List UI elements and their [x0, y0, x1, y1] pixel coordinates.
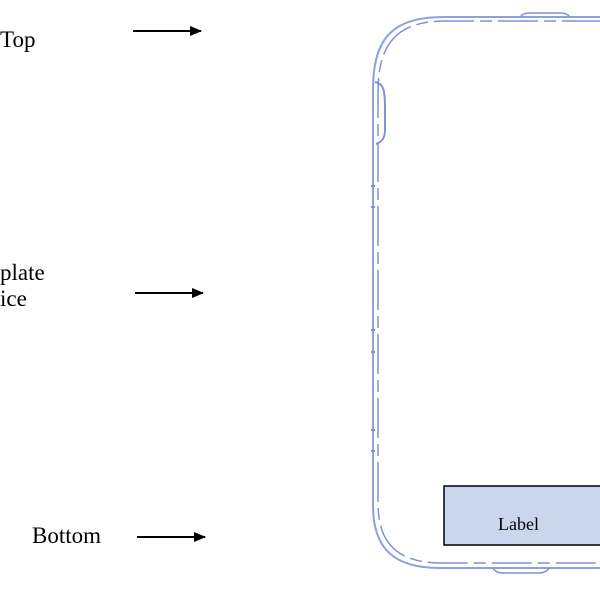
top-callout-label: Top — [0, 27, 36, 52]
side-button — [374, 81, 386, 145]
middle-callout-label: plate ice — [0, 260, 45, 312]
label-box — [443, 485, 600, 546]
device-outline — [372, 16, 600, 569]
bottom-port — [492, 567, 550, 574]
side-tick-marks — [371, 185, 375, 452]
device-inner-outline — [377, 20, 600, 564]
label-box-text: Label — [498, 514, 539, 534]
middle-callout-line2: ice — [0, 286, 27, 311]
top-notch — [519, 12, 571, 18]
bottom-callout-label: Bottom — [32, 523, 102, 548]
middle-callout-line1: plate — [0, 260, 45, 285]
